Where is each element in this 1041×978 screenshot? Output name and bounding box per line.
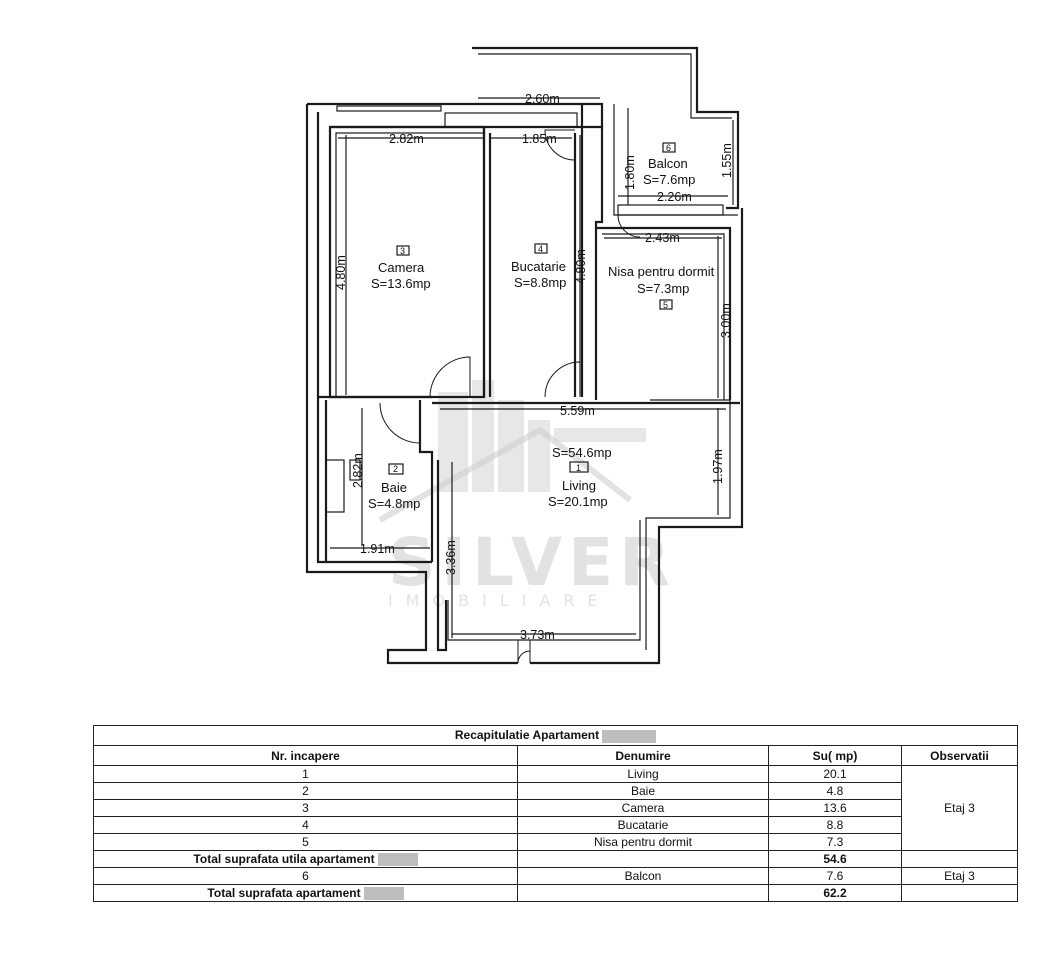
table-row: 3 Camera 13.6 [93, 799, 1018, 817]
total-util-row: Total suprafata utila apartament 54.6 [93, 850, 1018, 868]
total-value: 62.2 [768, 884, 902, 902]
svg-text:3: 3 [400, 246, 405, 256]
dim-balcony-depth-right: 1.55m [720, 143, 734, 178]
svg-text:2: 2 [393, 464, 398, 474]
room-nisa-name: Nisa pentru dormit [608, 264, 715, 279]
redacted-value [377, 853, 418, 867]
room-baie-name: Baie [381, 480, 407, 495]
room-living-area: S=20.1mp [548, 494, 608, 509]
dim-kitchen-depth: 4.80m [574, 249, 588, 284]
room-camera: 3 Camera S=13.6mp [371, 245, 431, 291]
room-living: S=54.6mp 1 Living S=20.1mp [548, 445, 612, 509]
watermark-sub: IMOBILIARE [388, 591, 611, 610]
room-bucatarie-area: S=8.8mp [514, 275, 566, 290]
dim-camera-width: 2.82m [389, 132, 424, 146]
room-baie-area: S=4.8mp [368, 496, 420, 511]
watermark-brand: SILVER [388, 524, 676, 601]
redacted-apartment-number [602, 729, 657, 743]
room-nisa: Nisa pentru dormit S=7.3mp 5 [608, 264, 715, 310]
room-camera-area: S=13.6mp [371, 276, 431, 291]
total-util-value: 54.6 [768, 850, 902, 868]
room-balcon-area: S=7.6mp [643, 172, 695, 187]
room-bucatarie: 4 Bucatarie S=8.8mp [511, 243, 566, 290]
observation-etaj: Etaj 3 [901, 765, 1018, 851]
dim-entry-width: 3.73m [520, 628, 555, 642]
total-label: Total suprafata apartament [207, 885, 361, 900]
table-row: 6 Balcon 7.6 Etaj 3 [93, 867, 1018, 885]
dim-entry-depth: 3.36m [444, 540, 458, 575]
recap-title: Recapitulatie Apartament [93, 725, 1018, 746]
total-area-label: S=54.6mp [552, 445, 612, 460]
dim-living-depth: 1.97m [711, 449, 725, 484]
dim-nisa-depth: 3.00m [719, 303, 733, 338]
header-su: Su( mp) [768, 745, 902, 766]
room-baie: 2 Baie S=4.8mp [368, 463, 420, 511]
dim-balcony-width: 2.26m [657, 190, 692, 204]
dim-balcony-depth-left: 1.80m [623, 155, 637, 190]
floor-plan: SILVER IMOBILIARE [305, 46, 744, 665]
svg-text:5: 5 [663, 300, 668, 310]
room-balcon-name: Balcon [648, 156, 688, 171]
room-balcon: 6 Balcon S=7.6mp [643, 142, 695, 187]
table-row: 5 Nisa pentru dormit 7.3 [93, 833, 1018, 851]
header-observatii: Observatii [901, 745, 1018, 766]
svg-text:4: 4 [538, 244, 543, 254]
header-denumire: Denumire [517, 745, 769, 766]
room-bucatarie-name: Bucatarie [511, 259, 566, 274]
table-row: 4 Bucatarie 8.8 [93, 816, 1018, 834]
header-nr: Nr. incapere [93, 745, 518, 766]
svg-text:1: 1 [576, 463, 581, 473]
redacted-value [363, 887, 404, 901]
dim-camera-depth: 4.80m [334, 255, 348, 290]
room-nisa-area: S=7.3mp [637, 281, 689, 296]
dim-hall-width: 5.59m [560, 404, 595, 418]
svg-text:6: 6 [666, 143, 671, 153]
table-row: 2 Baie 4.8 [93, 782, 1018, 800]
dim-kitchen-width: 1.85m [522, 132, 557, 146]
total-row: Total suprafata apartament 62.2 [93, 884, 1018, 902]
total-util-label: Total suprafata utila apartament [193, 851, 375, 866]
room-living-name: Living [562, 478, 596, 493]
watermark: SILVER IMOBILIARE [378, 380, 676, 610]
room-camera-name: Camera [378, 260, 425, 275]
dim-balcony-top: 2.60m [525, 92, 560, 106]
recap-table: Recapitulatie Apartament Nr. incapere De… [93, 725, 1018, 902]
table-row: 1 Living 20.1 Etaj 3 [93, 765, 1018, 851]
dim-baie-width: 1.91m [360, 542, 395, 556]
dim-nisa-width: 2.43m [645, 231, 680, 245]
dim-baie-depth: 2.82m [351, 453, 365, 488]
